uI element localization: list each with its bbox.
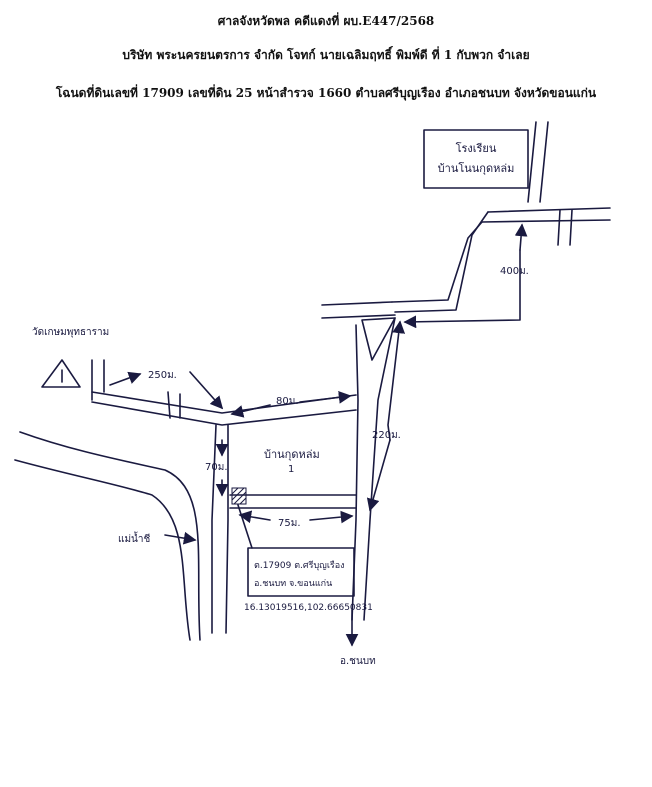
road-diagonal-lower [391,221,483,303]
school-label-1: โรงเรียน [456,141,497,155]
parcel-info-box [247,547,355,597]
road-parcel-west [211,424,217,634]
arrow-220-down [366,439,391,512]
road-diagonal-upper [394,211,489,313]
road-top-upper [487,207,611,213]
village-moo: 1 [288,464,294,475]
road-middle-upper [91,391,357,414]
arrow-250-left [109,371,142,386]
school-label-2: บ้านโนนกุดหล่ม [438,161,515,175]
parcel-label-1: ต.17909 ต.ศรีบุญเรือง [254,560,345,571]
road-school-left [527,121,537,203]
distance-220: 220ม. [372,430,401,441]
district-label: อ.ชนบท [340,656,376,667]
road-west-lower [321,314,396,319]
arrow-80-right [299,390,352,404]
arrow-220-up [387,320,406,441]
arrow-75-left [238,510,271,524]
case-title: ศาลจังหวัดพล คดีแดงที่ ผบ.E447/2568 [217,14,435,28]
road-school-right [539,121,549,203]
road-left-spur [91,359,105,401]
parties-line: บริษัท พระนครยนตรการ จำกัด โจทก์ นายเฉลิ… [122,48,530,62]
temple-icon [41,359,81,388]
parcel-label-2: อ.ชนบท จ.ขอนแก่น [254,579,332,589]
coordinates: 16.13019516,102.66650831 [244,603,373,613]
distance-70: 70ม. [205,462,228,473]
junction-triangle [361,317,396,361]
arrow-400-top [514,223,528,251]
village-label: บ้านกุดหล่ม [264,448,320,461]
arrow-400-junction [403,249,521,329]
distance-400: 400ม. [500,266,529,277]
parcel-leader-line [237,504,253,549]
temple-label: วัดเกษมพุทธาราม [32,327,109,338]
arrow-250-right [189,371,224,410]
deed-line: โฉนดที่ดินเลขที่ 17909 เลขที่ดิน 25 หน้า… [55,86,597,100]
distance-80: 80ม. [276,396,299,407]
distance-75: 75ม. [278,518,301,529]
road-parcel-east [225,424,229,634]
road-top-lower [481,219,611,223]
arrow-river [164,531,197,545]
road-west-upper [321,301,393,306]
school-box [423,129,529,189]
land-parcel [231,487,247,505]
river-label: แม่น้ำชี [118,531,150,545]
arrow-80-left [230,404,271,418]
road-top-spur [557,209,573,246]
road-middle-lower [91,401,357,426]
river-bank-south [14,459,191,641]
arrow-75-right [309,510,354,524]
river-bank-north [19,431,201,641]
main-road-west-edge [351,324,359,621]
main-road-east-edge [363,317,396,621]
road-left-spur2 [167,391,181,419]
distance-250: 250ม. [148,370,177,381]
